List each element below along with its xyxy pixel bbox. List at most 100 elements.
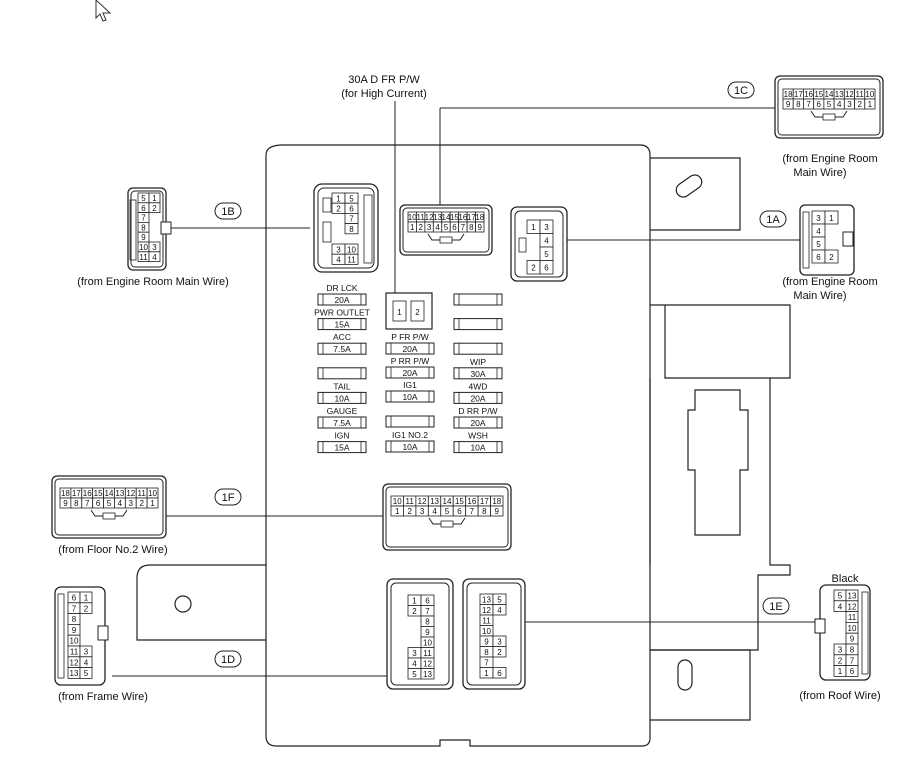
pin: 5 <box>444 223 449 232</box>
pin: 9 <box>850 635 855 644</box>
pin: 5 <box>107 499 112 508</box>
pin: 11 <box>482 616 491 625</box>
pin: 4 <box>152 253 157 262</box>
callout-label: 1A <box>766 214 780 226</box>
pin: 8 <box>425 617 430 626</box>
pin: 16 <box>804 90 813 99</box>
pin: 7 <box>484 658 489 667</box>
fuse-rating: 10A <box>402 392 417 402</box>
pin: 1 <box>395 507 400 516</box>
fuse-name: D RR P/W <box>458 406 497 416</box>
fuse-name: TAIL <box>333 381 351 391</box>
pin: 3 <box>420 507 425 516</box>
fuse-name: IGN <box>334 431 349 441</box>
caption-1c-line2: Main Wire) <box>793 167 846 179</box>
callout-1a: 1A <box>759 210 787 228</box>
pin: 9 <box>141 233 146 242</box>
pin: 8 <box>484 648 489 657</box>
pin: 4 <box>837 100 842 109</box>
pin: 4 <box>435 223 440 232</box>
pin: 18 <box>475 213 484 222</box>
caption-1e-top: Black <box>832 573 859 585</box>
fuse-slot <box>385 415 435 428</box>
fuse-rating: 20A <box>402 344 417 354</box>
pin: 2 <box>415 308 420 317</box>
pin: 1 <box>868 100 873 109</box>
pin: 4 <box>412 659 417 668</box>
pin: 8 <box>482 507 487 516</box>
pin: 1 <box>84 594 89 603</box>
pin: 10 <box>347 245 356 254</box>
pin: 7 <box>850 656 855 665</box>
pin: 14 <box>442 213 451 222</box>
pin: 1 <box>838 667 843 676</box>
pin: 5 <box>497 595 502 604</box>
junction-block-body <box>136 144 791 747</box>
pin: 11 <box>138 489 147 498</box>
fuse-name: DR LCK <box>326 283 358 293</box>
fuse-rating: 15A <box>334 320 349 330</box>
pin: 5 <box>544 250 549 259</box>
pin: 8 <box>74 499 79 508</box>
pin: 11 <box>406 497 415 506</box>
callout-label: 1B <box>221 206 234 218</box>
pin: 12 <box>482 606 491 615</box>
pin: 5 <box>349 194 354 203</box>
pin: 10 <box>139 243 148 252</box>
pin: 2 <box>829 253 834 262</box>
pin: 3 <box>427 223 432 232</box>
pin: 16 <box>467 497 476 506</box>
pin: 17 <box>72 489 81 498</box>
caption-1a-line2: Main Wire) <box>793 290 846 302</box>
callout-1b: 1B <box>214 202 242 220</box>
pin: 2 <box>407 507 412 516</box>
fuse-name: P FR P/W <box>391 332 429 342</box>
pin: 13 <box>482 595 491 604</box>
pin: 11 <box>848 613 857 622</box>
pin: 5 <box>827 100 832 109</box>
fuse-slot <box>317 367 367 380</box>
pin: 3 <box>152 243 157 252</box>
pin: 13 <box>848 592 857 601</box>
caption-1a-line1: (from Engine Room <box>782 276 877 288</box>
top-label-line2: (for High Current) <box>341 88 427 100</box>
fuse-slot <box>453 318 503 331</box>
pin: 6 <box>457 507 462 516</box>
caption-1f: (from Floor No.2 Wire) <box>58 544 167 556</box>
pin: 15 <box>450 213 459 222</box>
pin: 15 <box>455 497 464 506</box>
pin: 13 <box>70 669 79 678</box>
pin: 12 <box>425 213 434 222</box>
pin: 6 <box>816 253 821 262</box>
pin: 5 <box>412 670 417 679</box>
pin: 5 <box>838 592 843 601</box>
fuse-slot <box>453 293 503 306</box>
pin: 17 <box>467 213 476 222</box>
pin: 3 <box>816 214 821 223</box>
fuse-slot: P FR P/W 20A <box>385 332 435 355</box>
pin: 11 <box>423 649 432 658</box>
pin: 3 <box>412 649 417 658</box>
pin: 7 <box>461 223 466 232</box>
callout-1e: 1E <box>762 597 790 615</box>
pin: 1 <box>412 596 417 605</box>
pin: 5 <box>141 194 146 203</box>
fuse-name: WIP <box>470 357 486 367</box>
pin: 1 <box>336 194 341 203</box>
pin: 14 <box>443 497 452 506</box>
pin: 2 <box>139 499 144 508</box>
pin: 16 <box>83 489 92 498</box>
fuse-name: IG1 <box>403 380 417 390</box>
pin: 4 <box>838 602 843 611</box>
pin: 7 <box>72 604 77 613</box>
